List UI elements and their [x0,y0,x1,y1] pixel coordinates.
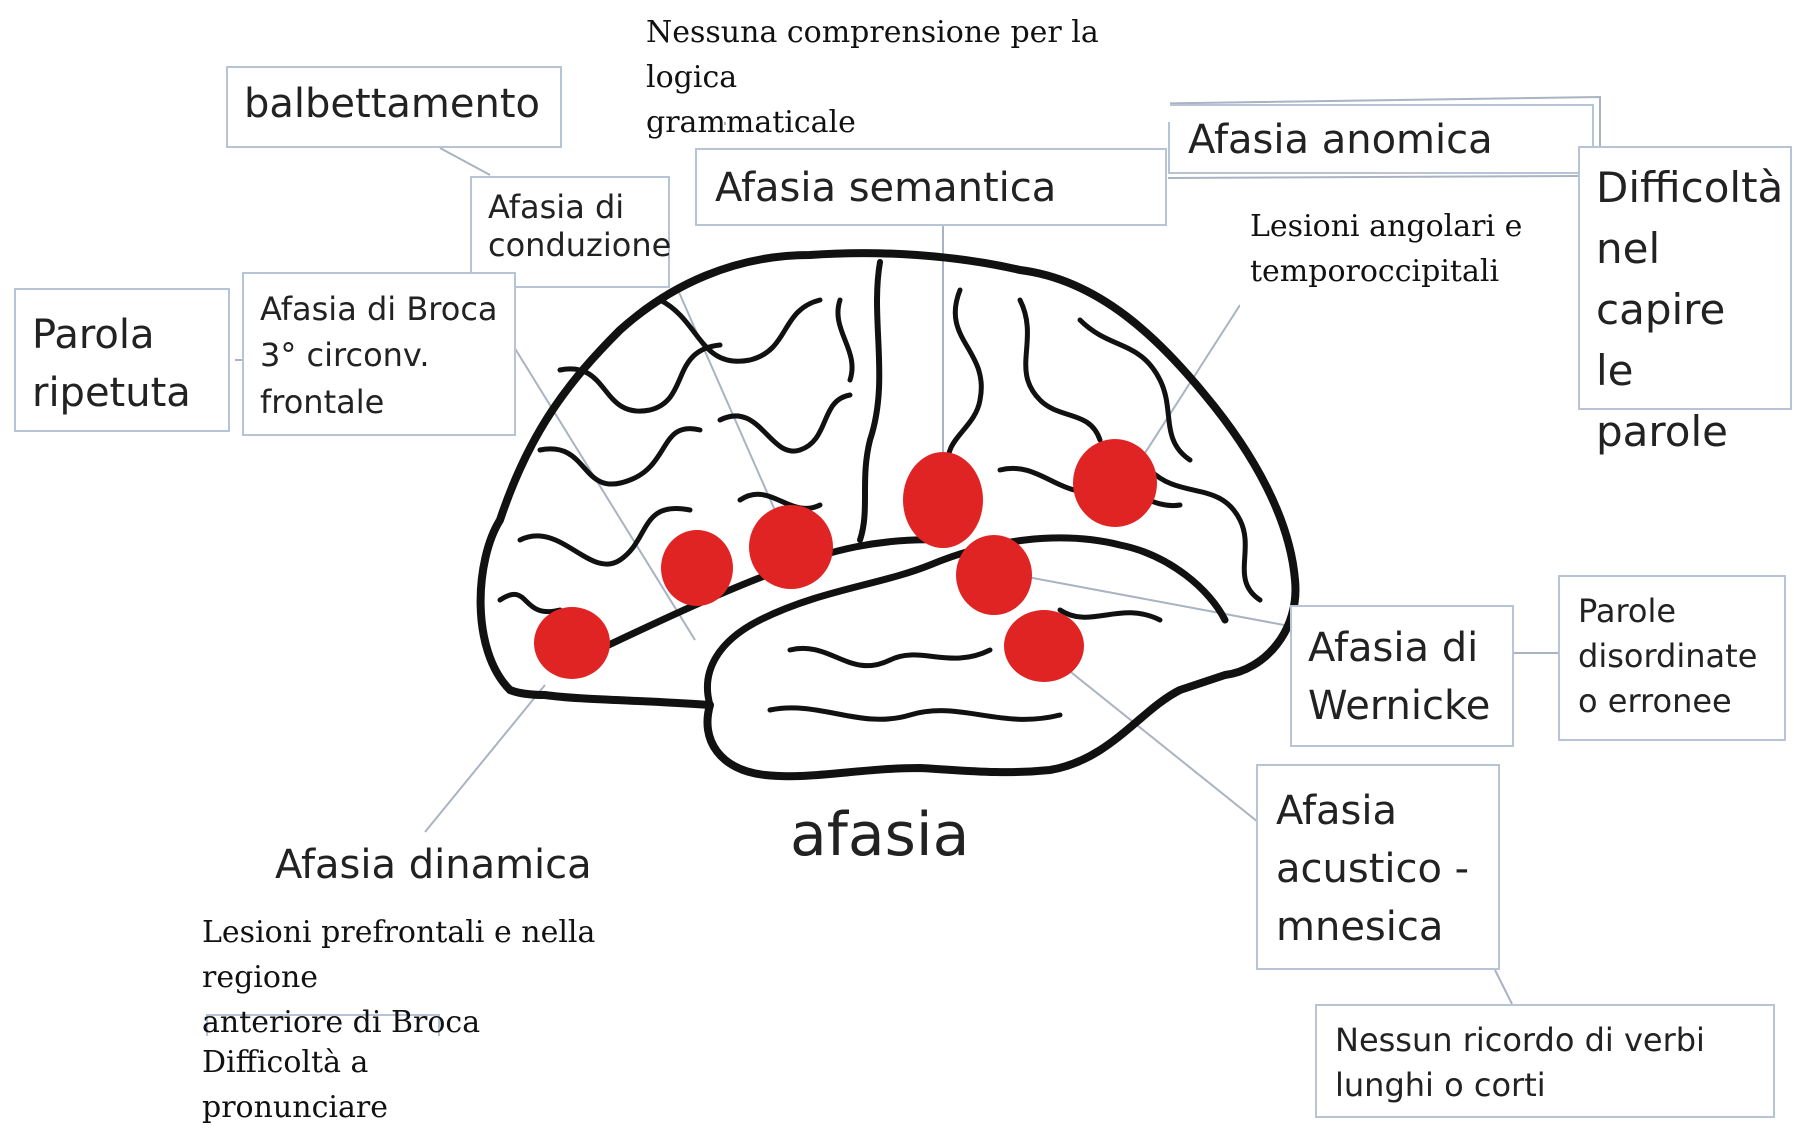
diagram-title: afasia [790,800,970,870]
temporal-lobe-outline [703,534,1229,709]
brain-outline [476,249,1300,781]
connector-line [1061,664,1259,823]
acoustic-mnestic-aphasia-box: Afasia acustico - mnesica [1256,764,1500,970]
brain-gyrus [497,591,563,615]
lesion-spot [1073,439,1157,527]
brain-gyrus [537,426,703,487]
connector-line [989,569,1301,629]
central-sulcus [857,259,883,543]
lesion-spot [749,505,833,589]
brain-gyrus [1147,467,1263,603]
grammar-logic-note: Nessuna comprensione per la logica gramm… [640,6,1170,140]
dynamic-aphasia-label: Afasia dinamica [275,842,592,888]
brain-gyrus [557,342,723,414]
brain-gyrus [835,297,855,383]
brain-gyrus [717,392,853,454]
connector-line [1494,969,1513,1005]
connector-line [439,147,491,176]
lesion-spot [1004,610,1084,682]
repeated-word-box: Parola ripetuta [14,288,230,432]
brain-gyrus [787,645,993,669]
lesion-spot [661,530,733,606]
pronunciation-difficulty-note: Difficoltà a pronunciare parole [196,1036,496,1136]
broca-aphasia-box: Afasia di Broca 3° circonv. frontale [242,272,516,436]
connector-line [424,684,546,833]
brain-gyrus [657,297,823,364]
brain-gyrus [737,491,823,511]
word-understanding-box: Difficoltà nel capire le parole [1578,146,1792,456]
brain-gyrus [767,705,1063,722]
lesion-spot [903,452,983,548]
stuttering-box: balbettamento [226,66,562,148]
semantic-aphasia-box: Afasia semantica [695,148,1167,226]
disordered-words-box: Parole disordinate o erronee [1558,575,1786,741]
brain-gyrus [1017,297,1103,443]
brain-gyrus [1057,607,1163,623]
wernicke-aphasia-box: Afasia di Wernicke [1290,605,1514,747]
prefrontal-lesions-note: Lesioni prefrontali e nella regione ante… [196,906,716,1040]
connector-line [1167,175,1581,179]
lesion-spot [956,535,1032,615]
brain-gyrus [517,506,693,567]
verbs-memory-box: Nessun ricordo di verbi lunghi o corti [1315,1004,1775,1118]
brain-gyrus [945,287,984,473]
lesion-spot [534,607,610,679]
brain-gyrus [1077,317,1193,463]
anomic-aphasia-box: Afasia anomica [1168,104,1594,174]
angular-lesions-note: Lesioni angolari e temporoccipitali [1240,200,1550,312]
conduction-aphasia-box: Afasia di conduzione [470,176,671,288]
